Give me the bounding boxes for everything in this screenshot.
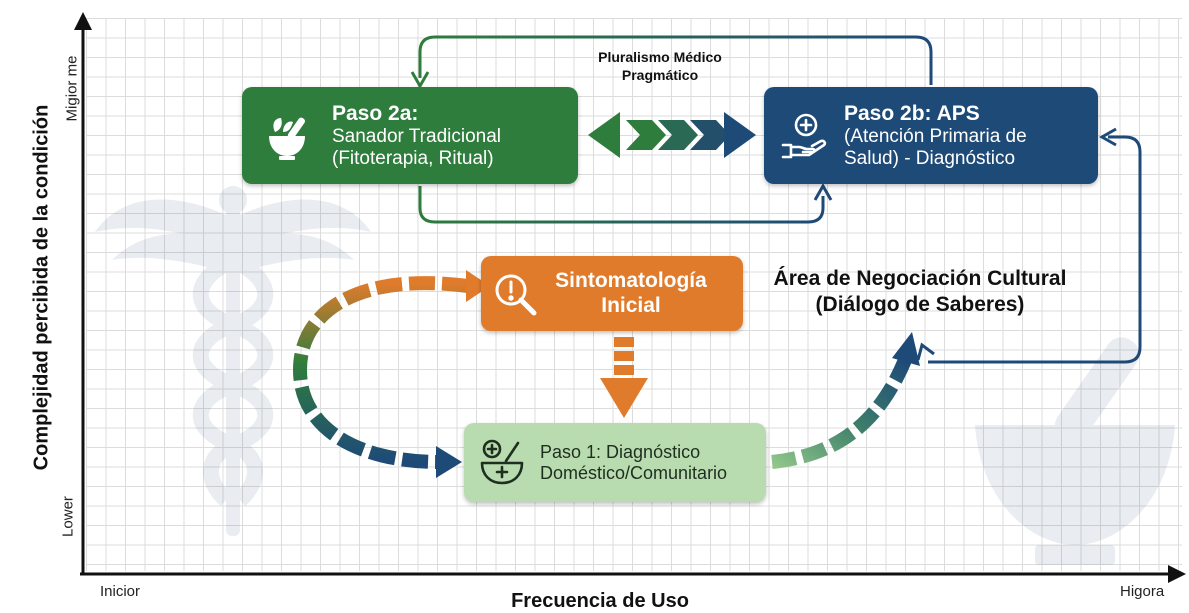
x-axis-left-label: Inicior [100,583,141,600]
node-paso-2b-title: Paso 2b: APS [844,101,980,125]
hand-medical-cross-icon [764,111,844,161]
node-paso-2b: Paso 2b: APS (Atención Primaria de Salud… [764,87,1098,184]
mortar-herbs-icon [242,110,332,162]
negotiation-area-label: Área de Negociación Cultural (Diálogo de… [770,266,1070,317]
node-sintomatologia: Sintomatología Inicial [481,256,743,331]
negotiation-area-line-1: Área de Negociación Cultural [773,267,1067,290]
y-axis-bottom-label: Lower [59,496,77,537]
y-axis [74,12,92,574]
node-paso-2a-line-2: (Fitoterapia, Ritual) [332,147,494,169]
loop-arrow-2a-to-2b [418,182,833,224]
loop-arrow-2b-to-2a [410,35,933,90]
pluralism-label: Pluralismo Médico Pragmático [560,48,760,84]
node-paso-2a-line-1: Sanador Tradicional [332,125,501,147]
magnifier-alert-icon [481,270,549,318]
node-paso-1: Paso 1: Diagnóstico Doméstico/Comunitari… [464,423,766,502]
arrow-symptom-to-paso1 [600,337,648,418]
mortar-first-aid-icon [464,439,540,487]
curved-arrow-paso1-to-area [771,332,920,469]
node-paso-2a: Paso 2a: Sanador Tradicional (Fitoterapi… [242,87,578,184]
x-axis-right-label: Higora [1120,583,1165,600]
node-sintomatologia-line-1: Sintomatología [555,269,707,293]
pluralism-label-line-1: Pluralismo Médico [598,49,722,65]
caduceus-icon [95,186,371,536]
loop-arrow-area-to-2b [916,127,1142,364]
curved-loop-arrow-left [292,270,490,478]
node-paso-2b-line-1: (Atención Primaria de [844,125,1027,147]
pluralism-label-line-2: Pragmático [621,67,699,84]
x-axis [80,565,1186,583]
node-paso-1-line-1: Paso 1: Diagnóstico [540,441,701,462]
node-paso-1-line-2: Doméstico/Comunitario [540,462,728,483]
negotiation-area-line-2: (Diálogo de Saberes) [815,292,1025,316]
y-axis-top-label: Migior me [63,55,81,122]
node-paso-2a-title: Paso 2a: [332,101,419,125]
bidirectional-arrow-2a-2b [588,112,756,158]
y-axis-title: Complejidad percibida de la condición [30,104,53,471]
x-axis-title: Frecuencia de Uso [511,590,689,612]
node-paso-2b-line-2: Salud) - Diagnóstico [844,147,1016,169]
mortar-pestle-icon [975,337,1175,565]
node-sintomatologia-line-2: Inicial [601,293,661,317]
